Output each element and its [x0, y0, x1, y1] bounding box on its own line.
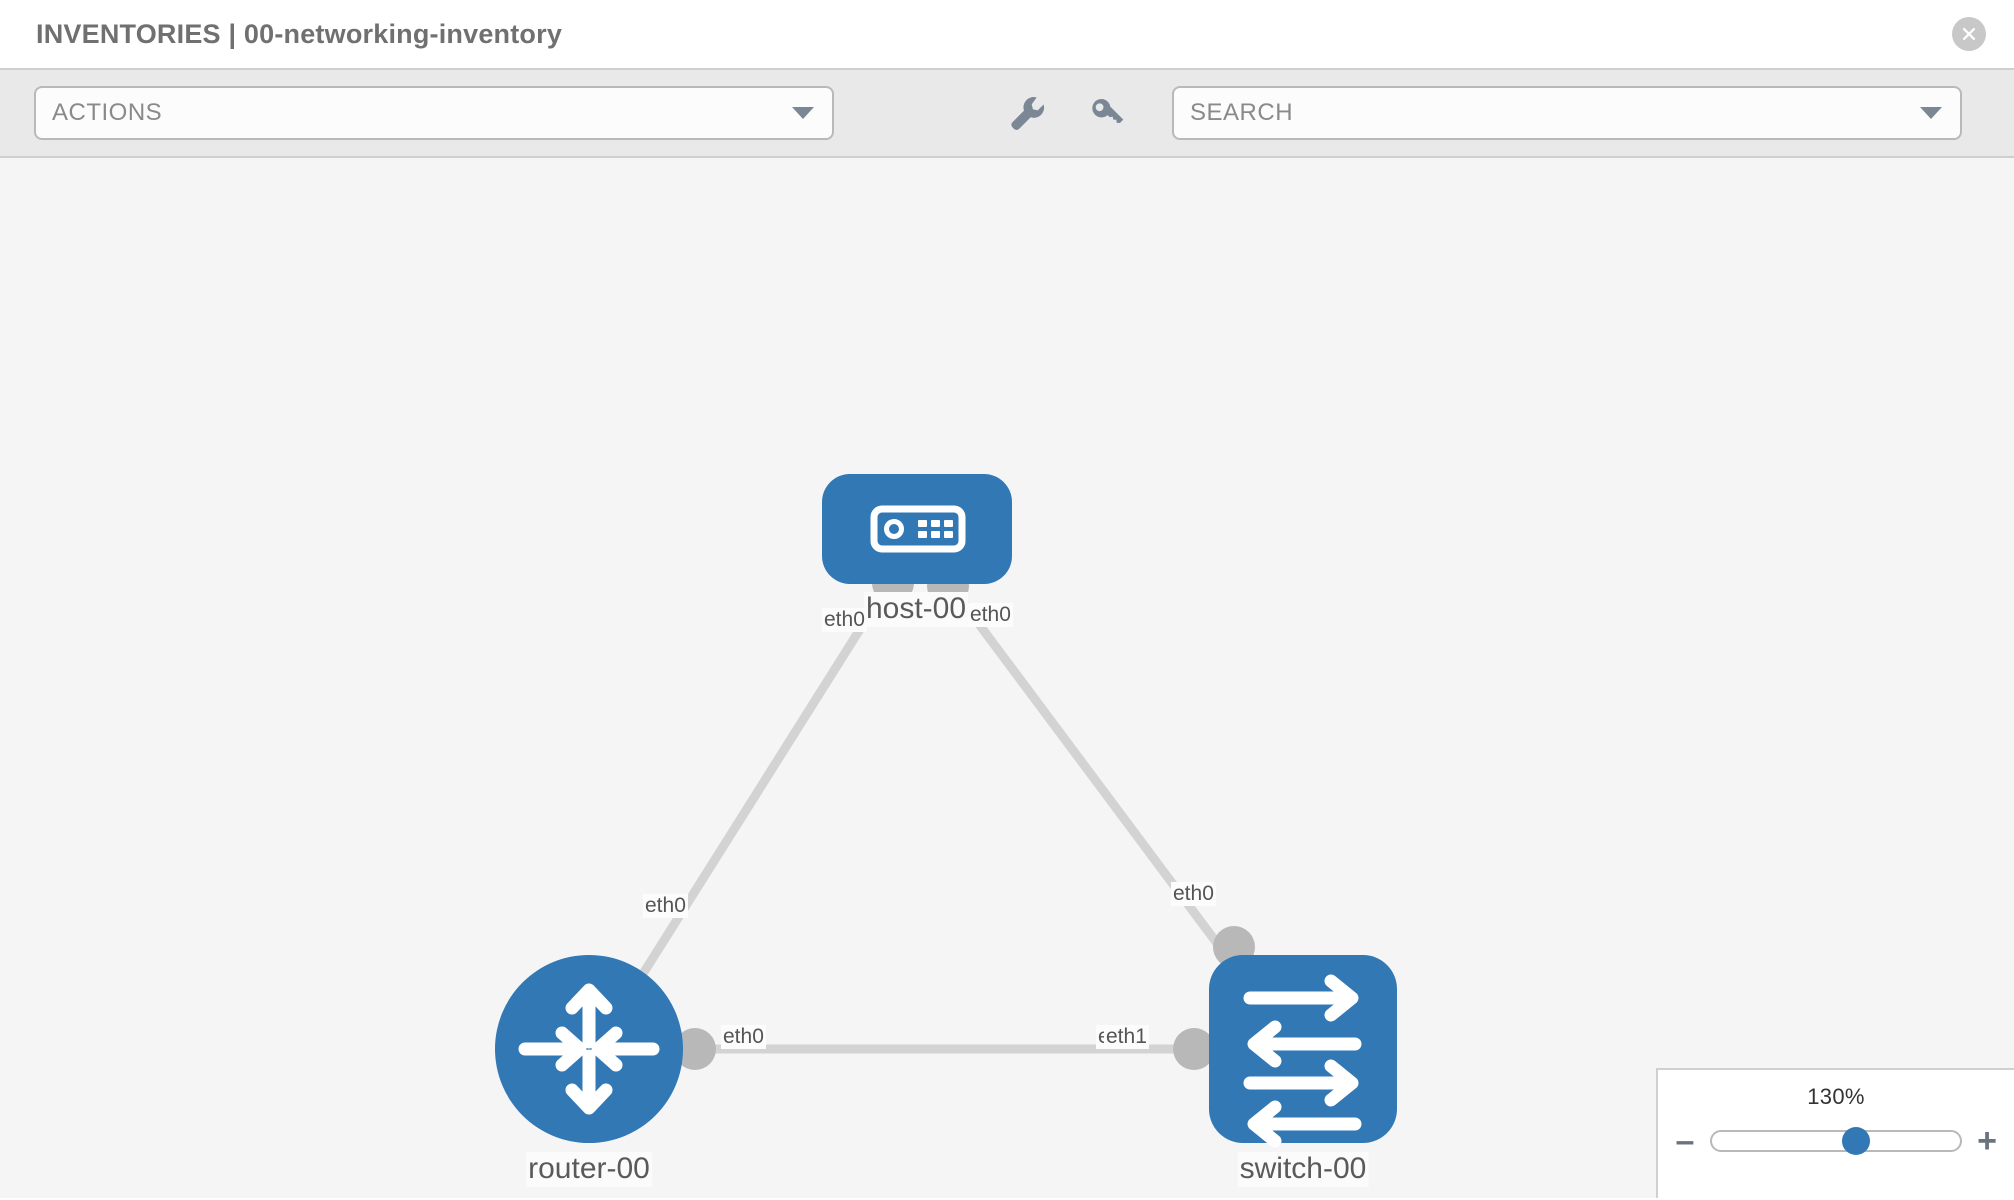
edge-label-router00-eth0: eth0 — [721, 1025, 766, 1050]
zoom-out-button[interactable]: – — [1675, 1122, 1695, 1160]
node-label-switch-00: switch-00 — [1237, 1152, 1369, 1187]
topology-graph — [495, 474, 1397, 1148]
key-icon[interactable] — [1086, 91, 1130, 135]
toolbar-icon-group — [1004, 91, 1130, 135]
edge-host00-router00[interactable] — [625, 585, 890, 999]
edge-label-host00-eth0-right: eth0 — [968, 603, 1013, 628]
zoom-slider[interactable] — [1710, 1127, 1962, 1155]
port-group — [674, 562, 1255, 1070]
node-label-router-00: router-00 — [526, 1152, 652, 1187]
zoom-in-button[interactable]: + — [1977, 1122, 1997, 1160]
port-switch00-eth1[interactable] — [1173, 1028, 1215, 1070]
page-title: INVENTORIES | 00-networking-inventory — [36, 18, 563, 49]
node-label-host-00: host-00 — [863, 592, 969, 627]
edge-label-switch00-eth1: eth1 — [1104, 1025, 1149, 1050]
node-switch-00[interactable] — [1209, 955, 1397, 1148]
edge-label-host00-eth0-left: eth0 — [822, 608, 867, 633]
close-button[interactable] — [1952, 17, 1986, 51]
chevron-down-icon — [1920, 107, 1942, 119]
zoom-level-value: 130% — [1807, 1084, 1865, 1109]
zoom-control-row: – + — [1658, 1124, 2014, 1158]
node-host-00[interactable] — [822, 474, 1012, 584]
server-icon — [918, 520, 953, 538]
zoom-control-panel: 130% – + — [1656, 1068, 2014, 1198]
page-header: INVENTORIES | 00-networking-inventory — [0, 0, 2014, 68]
close-icon — [1962, 27, 1976, 41]
search-input[interactable]: SEARCH — [1172, 86, 1962, 140]
edge-label-router00-uplink-eth0: eth0 — [643, 894, 688, 919]
port-router00-eth0[interactable] — [674, 1028, 716, 1070]
topology-canvas[interactable]: host-00 router-00 switch-00 eth0 eth0 et… — [0, 158, 2014, 1198]
toolbar: ACTIONS SEARCH — [0, 68, 2014, 158]
router-icon — [518, 983, 660, 1115]
switch-icon — [1243, 974, 1362, 1148]
edge-label-switch00-uplink-eth0: eth0 — [1171, 882, 1216, 907]
node-router-00[interactable] — [495, 955, 683, 1143]
chevron-down-icon — [792, 107, 814, 119]
search-placeholder: SEARCH — [1190, 99, 1294, 126]
wrench-icon[interactable] — [1004, 91, 1048, 135]
zoom-slider-handle[interactable] — [1841, 1127, 1870, 1155]
actions-dropdown-label: ACTIONS — [52, 99, 163, 126]
edge-group — [625, 585, 1232, 1054]
actions-dropdown[interactable]: ACTIONS — [34, 86, 834, 140]
